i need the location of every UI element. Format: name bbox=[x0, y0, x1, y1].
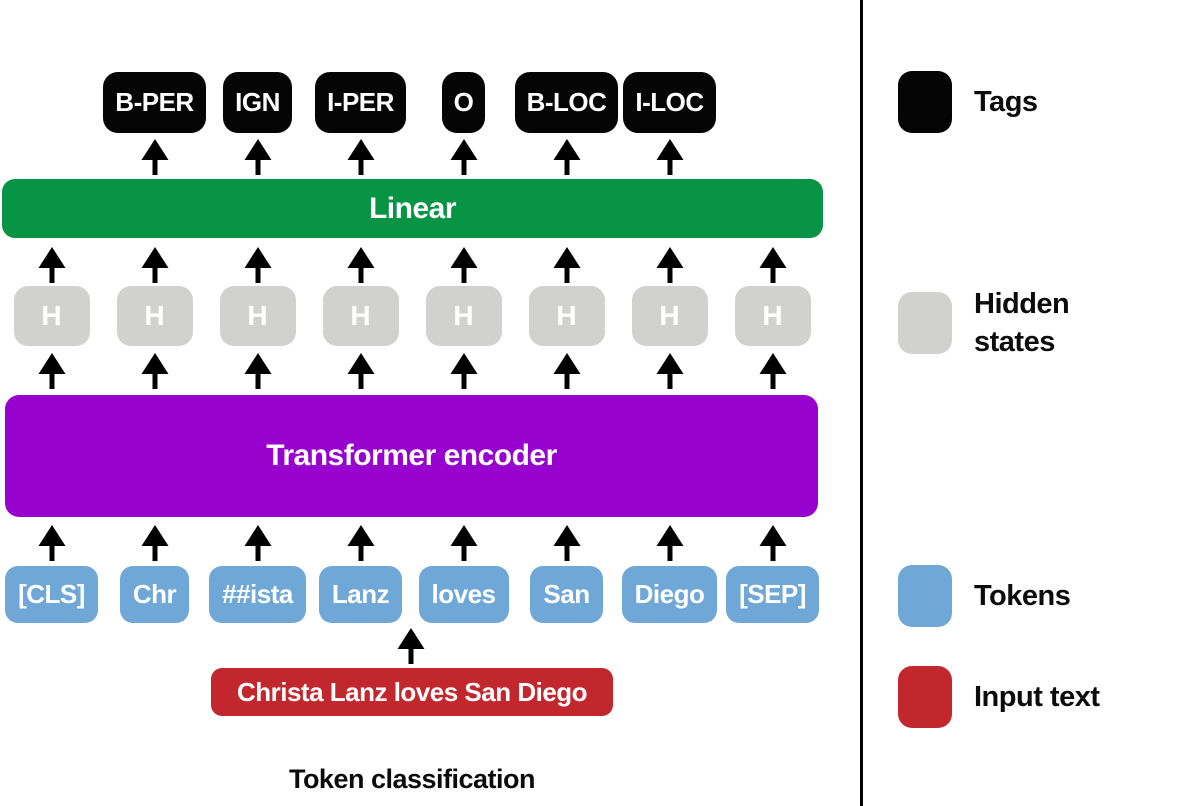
tag-spacer bbox=[0, 72, 103, 133]
hidden-state-box: H bbox=[631, 286, 708, 346]
up-arrow-icon bbox=[38, 525, 65, 561]
hidden-state-box: H bbox=[322, 286, 399, 346]
token-box: Lanz bbox=[318, 565, 403, 623]
up-arrow-icon bbox=[38, 353, 65, 389]
input-text-color-swatch bbox=[898, 666, 952, 728]
hidden-state-box: H bbox=[13, 286, 90, 346]
up-arrow-icon bbox=[141, 139, 168, 175]
tags-color-swatch bbox=[898, 71, 952, 133]
up-arrow-icon bbox=[553, 353, 580, 389]
up-arrow-icon bbox=[244, 525, 271, 561]
up-arrow-icon bbox=[450, 525, 477, 561]
up-arrow-icon bbox=[244, 139, 271, 175]
input-text-box: Christa Lanz loves San Diego bbox=[211, 668, 613, 716]
up-arrow-icon bbox=[141, 247, 168, 283]
legend-item-tags: Tags bbox=[898, 71, 1124, 133]
up-arrow-icon bbox=[450, 247, 477, 283]
hidden-states-color-swatch bbox=[898, 292, 952, 354]
tag-box: O bbox=[441, 72, 486, 133]
up-arrow-icon bbox=[244, 353, 271, 389]
hidden-state-box: H bbox=[528, 286, 605, 346]
arrows-hidden-to-linear bbox=[0, 247, 824, 283]
up-arrow-icon bbox=[553, 525, 580, 561]
legend-item-input-text: Input text bbox=[898, 666, 1124, 728]
linear-layer-label: Linear bbox=[368, 191, 457, 225]
legend-label: Tokens bbox=[974, 580, 1071, 612]
up-arrow-icon bbox=[553, 247, 580, 283]
tag-box: I-PER bbox=[315, 72, 406, 133]
hidden-state-box: H bbox=[734, 286, 811, 346]
legend-label: Tags bbox=[974, 86, 1038, 118]
up-arrow-icon bbox=[347, 247, 374, 283]
arrows-linear-to-tags bbox=[0, 139, 824, 175]
hidden-state-box: H bbox=[116, 286, 193, 346]
hidden-states-row: H H H H H H H H bbox=[0, 286, 824, 346]
up-arrow-icon bbox=[759, 525, 786, 561]
tokens-row: [CLS] Chr ##ista Lanz loves San Diego [S… bbox=[0, 565, 824, 623]
tag-box: I-LOC bbox=[623, 72, 716, 133]
hidden-state-box: H bbox=[219, 286, 296, 346]
token-box: ##ista bbox=[209, 565, 306, 623]
up-arrow-icon bbox=[347, 353, 374, 389]
token-box: [CLS] bbox=[5, 565, 98, 623]
up-arrow-icon bbox=[38, 247, 65, 283]
up-arrow-icon bbox=[397, 628, 425, 664]
arrows-encoder-to-hidden bbox=[0, 353, 824, 389]
transformer-encoder-label: Transformer encoder bbox=[266, 439, 557, 472]
input-text-label: Christa Lanz loves San Diego bbox=[236, 676, 588, 707]
up-arrow-icon bbox=[656, 525, 683, 561]
tag-box: B-LOC bbox=[514, 72, 619, 133]
tag-spacer bbox=[721, 72, 824, 133]
linear-layer-bar: Linear bbox=[2, 179, 823, 238]
up-arrow-icon bbox=[244, 247, 271, 283]
up-arrow-icon bbox=[347, 139, 374, 175]
hidden-state-box: H bbox=[425, 286, 502, 346]
token-box: Diego bbox=[621, 565, 718, 623]
diagram-caption: Token classification bbox=[288, 764, 536, 794]
legend-label: Hidden states bbox=[974, 288, 1070, 358]
tag-box: B-PER bbox=[103, 72, 206, 133]
token-box: Chr bbox=[119, 565, 190, 623]
tag-box: IGN bbox=[223, 72, 292, 133]
legend-item-tokens: Tokens bbox=[898, 565, 1124, 627]
up-arrow-icon bbox=[450, 353, 477, 389]
up-arrow-icon bbox=[141, 353, 168, 389]
transformer-encoder-box: Transformer encoder bbox=[5, 395, 818, 517]
up-arrow-icon bbox=[141, 525, 168, 561]
token-box: [SEP] bbox=[726, 565, 819, 623]
up-arrow-icon bbox=[347, 525, 374, 561]
up-arrow-icon bbox=[759, 353, 786, 389]
token-box: loves bbox=[418, 565, 509, 623]
up-arrow-icon bbox=[553, 139, 580, 175]
token-box: San bbox=[530, 565, 603, 623]
up-arrow-icon bbox=[759, 247, 786, 283]
up-arrow-icon bbox=[656, 353, 683, 389]
legend-item-hidden-states: Hidden states bbox=[898, 285, 1124, 361]
arrows-tokens-to-encoder bbox=[0, 525, 824, 561]
up-arrow-icon bbox=[656, 247, 683, 283]
tokens-color-swatch bbox=[898, 565, 952, 627]
up-arrow-icon bbox=[450, 139, 477, 175]
tags-row: B-PER IGN I-PER O B-LOC I-LOC bbox=[0, 72, 824, 133]
legend-label: Input text bbox=[974, 681, 1100, 713]
up-arrow-icon bbox=[656, 139, 683, 175]
vertical-divider bbox=[860, 0, 863, 806]
